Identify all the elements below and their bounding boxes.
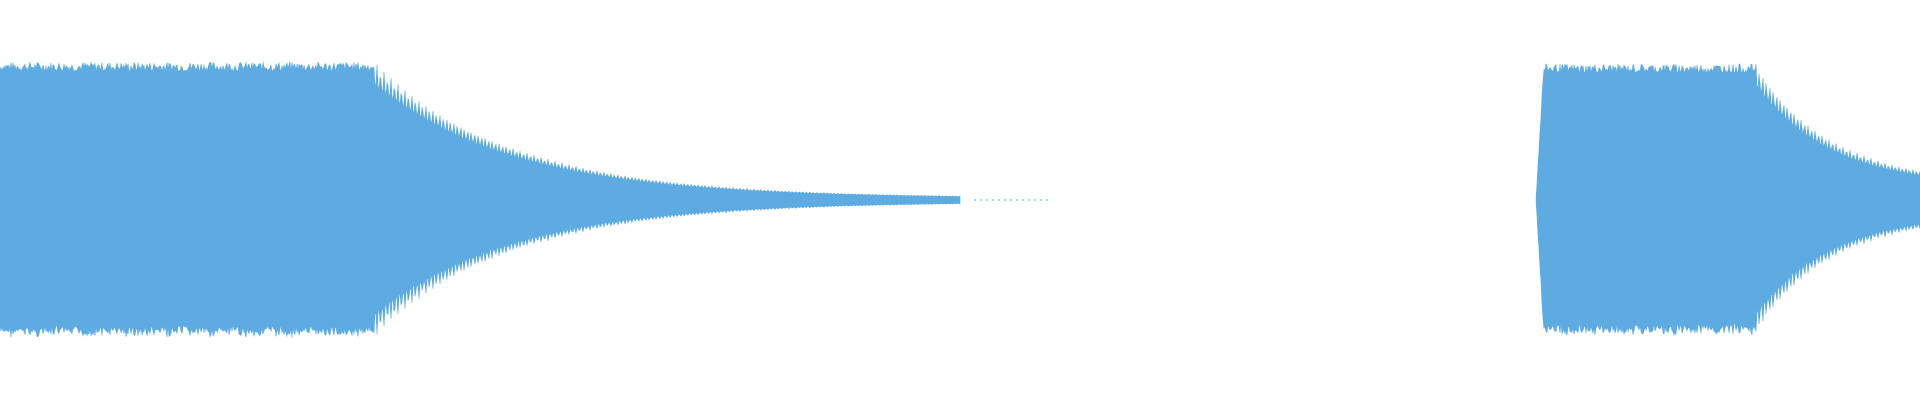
waveform-region-2: [1535, 63, 1920, 337]
waveform-group: [0, 61, 1920, 338]
waveform-region-1: [0, 61, 961, 338]
